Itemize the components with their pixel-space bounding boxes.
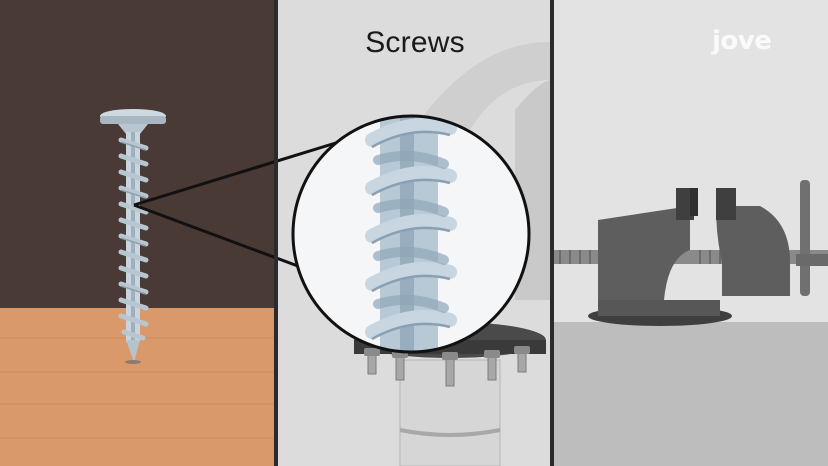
panel-screw-in-wood <box>0 0 276 466</box>
video-title: Screws <box>365 26 465 59</box>
panel-divider <box>274 0 278 466</box>
panel-bench-vise <box>552 0 828 466</box>
panel-screw-magnified <box>133 0 552 466</box>
magnified-thread-graphic <box>365 116 457 352</box>
brand-logo: jove <box>712 26 772 56</box>
panel-divider <box>550 0 554 466</box>
screw-graphic <box>100 109 166 364</box>
